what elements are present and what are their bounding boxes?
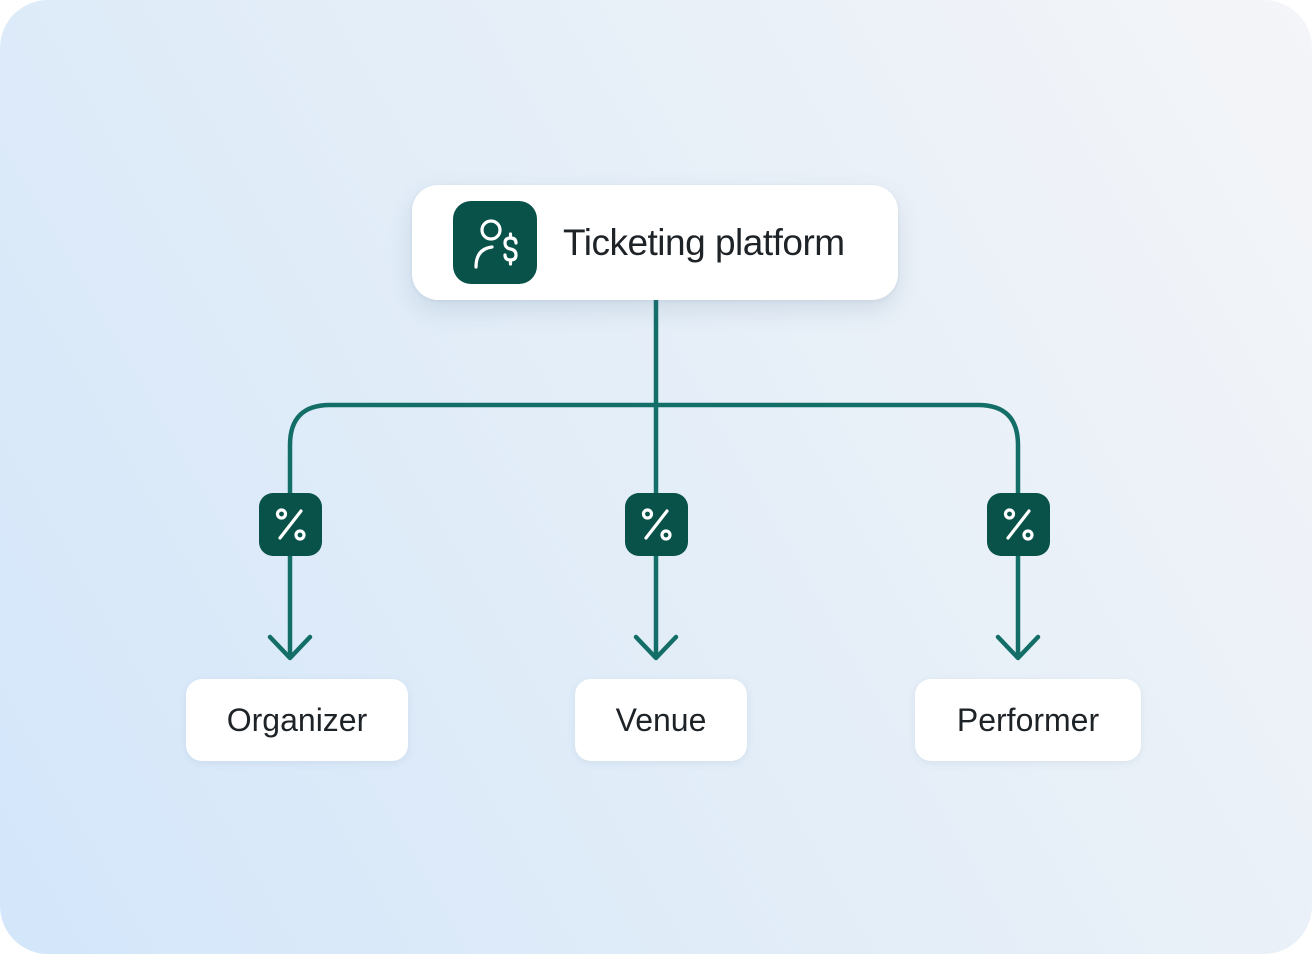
ticketing-platform-card: Ticketing platform xyxy=(412,185,898,300)
user-dollar-icon xyxy=(453,201,537,284)
percent-badge-performer xyxy=(987,493,1050,556)
performer-node: Performer xyxy=(915,679,1141,761)
ticketing-platform-label: Ticketing platform xyxy=(563,222,845,263)
branch-bar xyxy=(287,402,1021,658)
percent-icon xyxy=(641,508,672,541)
percent-icon xyxy=(1003,508,1034,541)
arrow-head-performer xyxy=(995,634,1041,661)
arrow-head-organizer xyxy=(267,634,313,661)
venue-node: Venue xyxy=(575,679,747,761)
organizer-node: Organizer xyxy=(186,679,408,761)
percent-badge-venue xyxy=(625,493,688,556)
arrow-head-venue xyxy=(633,634,679,661)
percent-icon xyxy=(275,508,306,541)
percent-badge-organizer xyxy=(259,493,322,556)
